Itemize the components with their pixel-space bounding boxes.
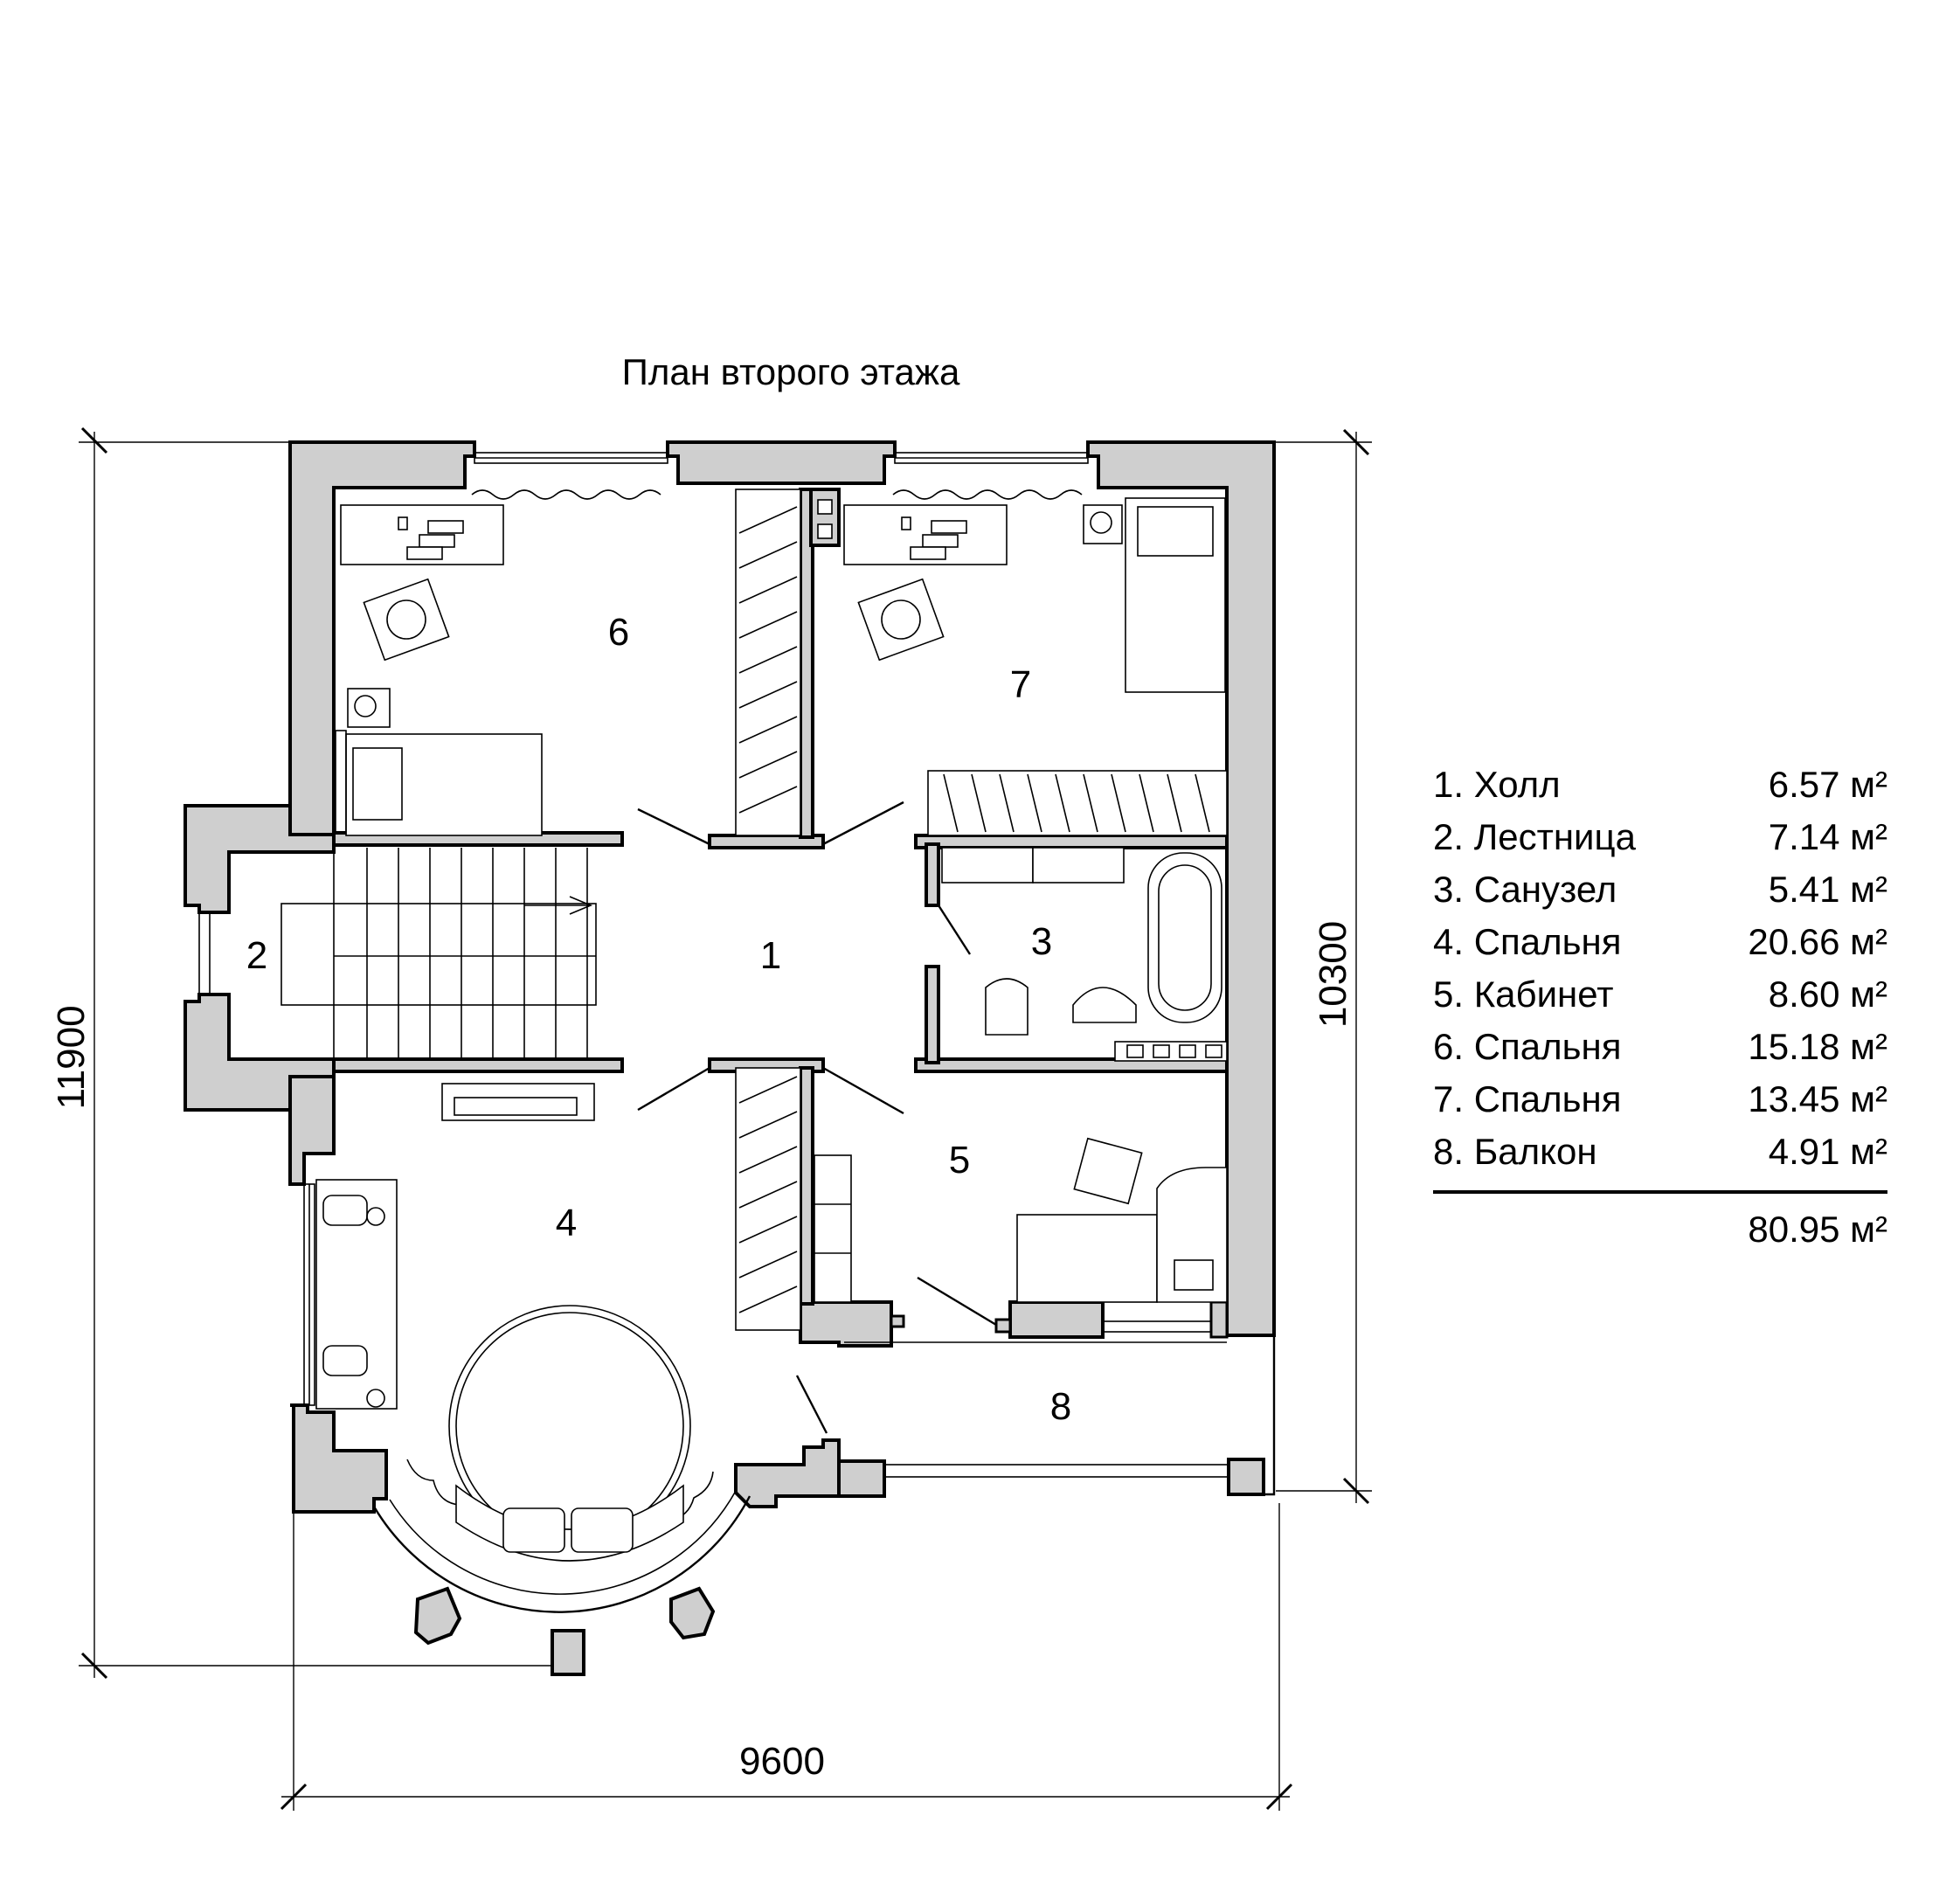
room-number-1: 1 (760, 934, 781, 977)
legend-room-name: 5. Кабинет (1433, 974, 1614, 1015)
legend-total-area: 80.95 м² (1748, 1209, 1887, 1250)
legend-room-name: 3. Санузел (1433, 869, 1617, 910)
legend-room-name: 8. Балкон (1433, 1131, 1597, 1172)
room-number-3: 3 (1031, 920, 1052, 963)
legend-row: 2. Лестница 7.14 м² (1433, 811, 1887, 863)
legend-room-area: 8.60 м² (1768, 974, 1887, 1015)
room-7-furniture (843, 497, 1226, 693)
dimension-height-main: 10300 (1312, 921, 1354, 1028)
legend-row: 7. Спальня 13.45 м² (1433, 1073, 1887, 1126)
legend-room-name: 6. Спальня (1433, 1026, 1622, 1067)
legend-row: 1. Холл 6.57 м² (1433, 759, 1887, 811)
legend-row: 8. Балкон 4.91 м² (1433, 1126, 1887, 1178)
dimension-width: 9600 (739, 1740, 825, 1783)
legend-row: 4. Спальня 20.66 м² (1433, 916, 1887, 968)
legend-row: 6. Спальня 15.18 м² (1433, 1021, 1887, 1073)
room-5-furniture (1016, 1137, 1228, 1303)
room-number-5: 5 (949, 1139, 970, 1182)
windows (198, 452, 1229, 1613)
dimension-height-total: 11900 (50, 1005, 93, 1109)
bathroom-furniture (941, 847, 1228, 1062)
legend-row: 5. Кабинет 8.60 м² (1433, 968, 1887, 1021)
legend-room-area: 4.91 м² (1768, 1131, 1887, 1172)
plan-title: План второго этажа (622, 351, 960, 392)
room-number-6: 6 (608, 611, 629, 654)
staircase (280, 848, 597, 1059)
room-6-furniture (335, 504, 543, 836)
legend-row: 3. Санузел 5.41 м² (1433, 863, 1887, 916)
room-number-7: 7 (1010, 663, 1031, 706)
legend-room-name: 7. Спальня (1433, 1078, 1622, 1119)
room-number-4: 4 (556, 1202, 577, 1244)
legend-room-name: 4. Спальня (1433, 921, 1622, 962)
room-number-2: 2 (246, 934, 267, 977)
room-number-8: 8 (1050, 1385, 1071, 1428)
legend-divider (1433, 1190, 1887, 1194)
room-4-furniture (315, 1083, 691, 1562)
legend-room-area: 6.57 м² (1768, 764, 1887, 805)
legend-room-area: 7.14 м² (1768, 816, 1887, 857)
room-numbers: 1 2 3 4 5 6 7 8 (246, 611, 1071, 1428)
legend-room-area: 20.66 м² (1748, 921, 1887, 962)
door-swings (637, 800, 997, 1434)
dimension-lines (79, 426, 1372, 1811)
exterior-walls (184, 440, 1276, 1676)
wardrobes (735, 489, 1228, 1331)
legend-room-area: 13.45 м² (1748, 1078, 1887, 1119)
area-legend: 1. Холл 6.57 м² 2. Лестница 7.14 м² 3. Сан… (1433, 759, 1887, 1260)
legend-room-area: 5.41 м² (1768, 869, 1887, 910)
legend-room-area: 15.18 м² (1748, 1026, 1887, 1067)
legend-room-name: 1. Холл (1433, 764, 1561, 805)
legend-room-name: 2. Лестница (1433, 816, 1636, 857)
